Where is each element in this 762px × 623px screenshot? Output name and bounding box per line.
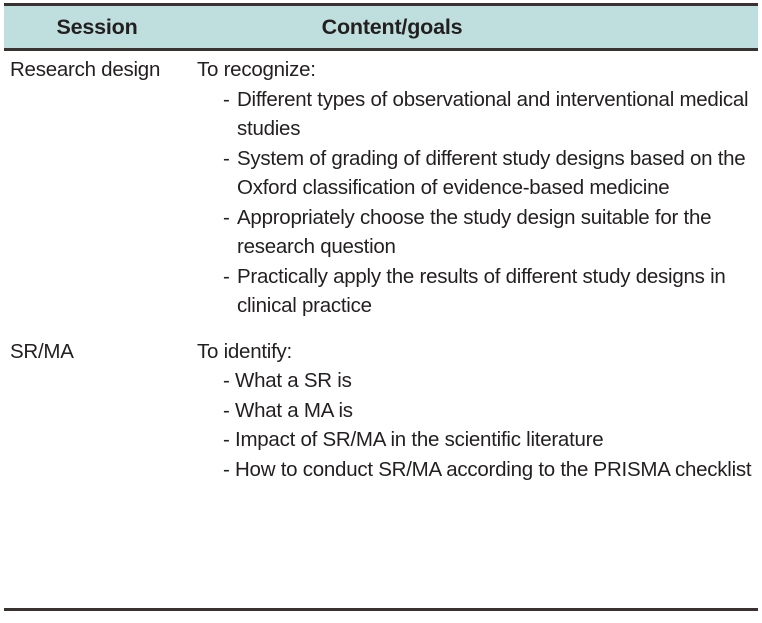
column-header-content-goals: Content/goals: [321, 14, 463, 39]
dash-bullet-icon: -: [223, 264, 230, 288]
list-item: - How to conduct SR/MA according to the …: [196, 455, 762, 485]
list-item: - What a SR is: [196, 366, 762, 396]
list-item-text: How to conduct SR/MA according to the PR…: [235, 457, 752, 481]
content-cell-sr-ma: To identify: - What a SR is - What a MA …: [196, 337, 762, 485]
list-item-text: Practically apply the results of differe…: [237, 264, 726, 318]
content-lead-text: To recognize:: [197, 58, 316, 81]
table-row: Research design To recognize: - Differen…: [0, 55, 762, 321]
table-header-border: [4, 48, 758, 51]
dash-bullet-icon: -: [223, 146, 230, 170]
list-item-text: What a MA is: [235, 398, 353, 422]
list-item: - Appropriately choose the study design …: [196, 203, 762, 262]
dash-bullet-icon: -: [223, 457, 230, 481]
table-top-border: [4, 3, 758, 6]
table-header-background: [4, 6, 758, 48]
session-name-research-design: Research design: [10, 58, 161, 81]
session-name-sr-ma: SR/MA: [10, 339, 74, 363]
goal-list: - Different types of observational and i…: [196, 85, 762, 321]
table-row: SR/MA To identify: - What a SR is - What…: [0, 337, 762, 485]
table-body: Research design To recognize: - Differen…: [0, 55, 762, 484]
list-item: - Impact of SR/MA in the scientific lite…: [196, 425, 762, 455]
content-cell-research-design: To recognize: - Different types of obser…: [196, 55, 762, 321]
list-item-text: Different types of observational and int…: [237, 87, 749, 141]
row-spacer: [0, 321, 762, 337]
list-item: - What a MA is: [196, 396, 762, 426]
list-item: - Different types of observational and i…: [196, 85, 762, 144]
dash-bullet-icon: -: [223, 428, 230, 451]
list-item: - Practically apply the results of diffe…: [196, 262, 762, 321]
list-item-text: Appropriately choose the study design su…: [237, 205, 712, 259]
list-item-text: System of grading of different study des…: [237, 146, 746, 200]
dash-bullet-icon: -: [223, 205, 230, 229]
goal-list: - What a SR is - What a MA is - Impact o…: [196, 366, 762, 484]
dash-bullet-icon: -: [223, 87, 230, 111]
list-item-text: Impact of SR/MA in the scientific litera…: [235, 428, 604, 451]
list-item: - System of grading of different study d…: [196, 144, 762, 203]
table-bottom-border: [4, 608, 758, 611]
column-header-session: Session: [56, 14, 138, 39]
dash-bullet-icon: -: [223, 398, 230, 422]
content-lead-text: To identify:: [197, 339, 292, 363]
dash-bullet-icon: -: [223, 369, 230, 392]
list-item-text: What a SR is: [235, 369, 352, 392]
table-header-row: Session Content/goals: [4, 6, 758, 48]
